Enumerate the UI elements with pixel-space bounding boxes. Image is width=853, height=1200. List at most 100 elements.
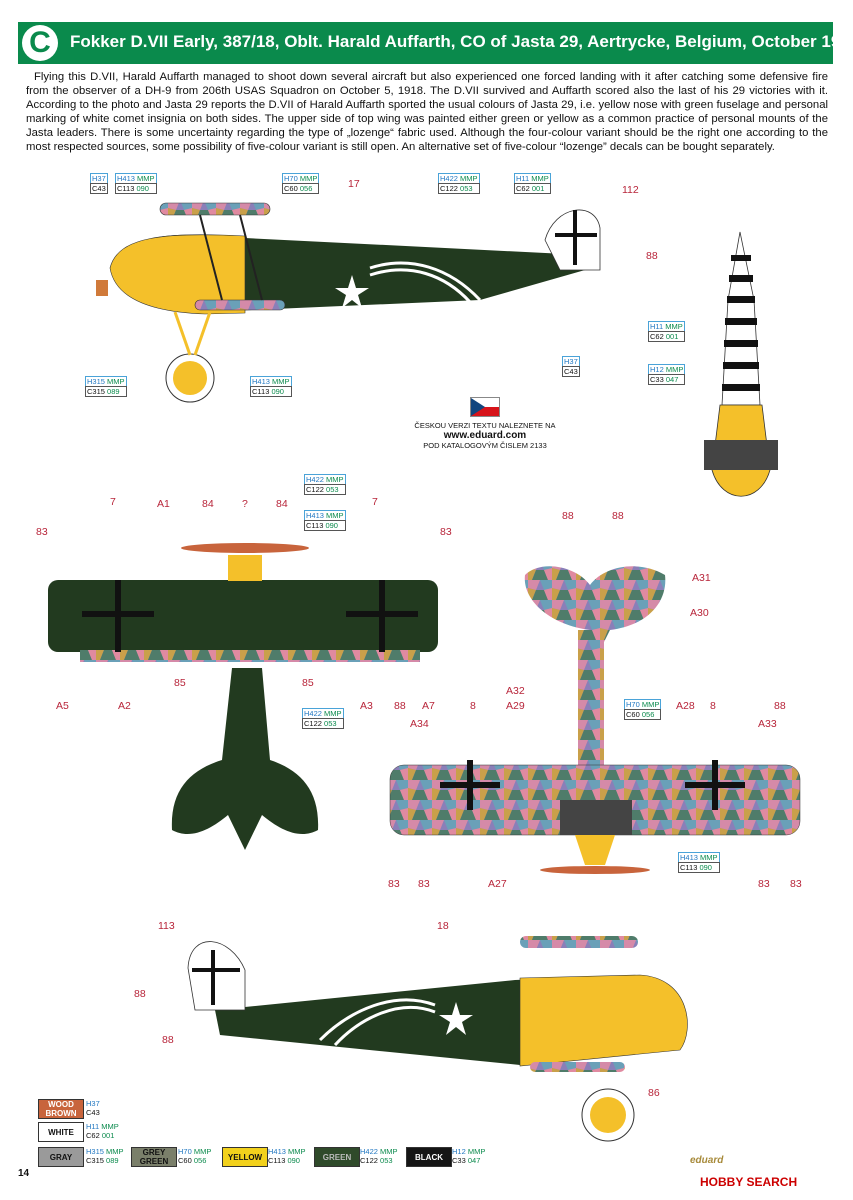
czech-line-2: POD KATALOGOVÝM ČISLEM 2133: [423, 441, 547, 450]
page-number: 14: [18, 1168, 30, 1179]
section-title: Fokker D.VII Early, 387/18, Oblt. Harald…: [70, 32, 853, 51]
intro-paragraph: Flying this D.VII, Harald Auffarth manag…: [26, 71, 828, 153]
right-tail-fin: [187, 941, 246, 1011]
watermark: HOBBY SEARCH: [700, 1175, 798, 1189]
right-top-wing: [520, 936, 638, 948]
ref-label: 88: [646, 250, 658, 262]
ref-label: 88: [394, 700, 406, 712]
legend-swatch-gray: GRAY: [38, 1147, 84, 1167]
legend-swatch-yellow: YELLOW: [222, 1147, 268, 1167]
ref-label: A32: [506, 685, 525, 697]
ref-label: 113: [158, 920, 175, 932]
side-lower-wing: [194, 299, 286, 311]
ref-label: 85: [174, 677, 186, 689]
ref-label: A3: [360, 700, 373, 712]
czech-flag-icon: [470, 397, 500, 417]
czech-line-1: ČESKOU VERZI TEXTU NALEZNETE NA: [414, 421, 556, 430]
czech-notice: ČESKOU VERZI TEXTU NALEZNETE NA www.edua…: [390, 397, 580, 451]
ref-label: 88: [162, 1034, 174, 1046]
ref-label: ?: [242, 498, 248, 510]
ref-label: 86: [648, 1087, 660, 1099]
ref-label: A28: [676, 700, 695, 712]
ref-label: A1: [157, 498, 170, 510]
ref-label: 88: [562, 510, 574, 522]
ref-label: 83: [440, 526, 452, 538]
right-comet-insignia: [318, 998, 473, 1047]
fuselage-top-view: [704, 231, 778, 497]
underside-view: [389, 566, 801, 874]
upper-wing-top-view: [48, 543, 438, 850]
callout-h37-c43-nose: H37 C43: [90, 173, 108, 194]
callout-wood-skid: H37 C43: [562, 356, 580, 377]
ref-label: 83: [418, 878, 430, 890]
ref-label: A34: [410, 718, 429, 730]
underside-fuselage: [578, 630, 604, 780]
legend-swatch-wood-brown: WOOD BROWN: [38, 1099, 84, 1119]
intro-text: Flying this D.VII, Harald Auffarth manag…: [26, 70, 828, 154]
section-badge: C: [22, 25, 58, 61]
upper-wing-green: [48, 580, 438, 652]
ref-label: A29: [506, 700, 525, 712]
top-propeller: [181, 543, 309, 553]
ref-label: 85: [302, 677, 314, 689]
section-header: C Fokker D.VII Early, 387/18, Oblt. Hara…: [18, 22, 853, 64]
ref-label: A31: [692, 572, 711, 584]
side-comet-insignia: [335, 261, 482, 308]
right-nose: [519, 974, 688, 1067]
ref-label: 17: [348, 178, 360, 190]
ref-label: 88: [612, 510, 624, 522]
upper-wing-lozenge-edge: [80, 650, 420, 662]
legend-swatch-white: WHITE: [38, 1122, 84, 1142]
ref-label: 88: [134, 988, 146, 1000]
czech-url[interactable]: www.eduard.com: [443, 430, 527, 441]
ref-label: 8: [470, 700, 476, 712]
ref-label: A2: [118, 700, 131, 712]
brand-logo: eduard: [690, 1155, 724, 1166]
ref-label: A27: [488, 878, 507, 890]
side-top-wing: [159, 202, 271, 216]
legend-code: H37 C43: [86, 1099, 100, 1117]
ref-label: A33: [758, 718, 777, 730]
legend-swatch-grey-green: GREY GREEN: [131, 1147, 177, 1167]
ref-label: 83: [36, 526, 48, 538]
side-view-left: [96, 202, 601, 403]
top-tail-green: [171, 668, 319, 850]
side-tail-fin: [544, 209, 601, 271]
ref-label: 88: [774, 700, 786, 712]
ref-label: 83: [388, 878, 400, 890]
ref-label: 84: [202, 498, 214, 510]
ref-label: 84: [276, 498, 288, 510]
ref-label: 7: [110, 496, 116, 508]
ref-label: 18: [437, 920, 449, 932]
legend-swatch-black: BLACK: [406, 1147, 452, 1167]
ref-label: A7: [422, 700, 435, 712]
legend-swatch-green: GREEN: [314, 1147, 360, 1167]
right-lower-wing: [530, 1062, 625, 1072]
ref-label: 83: [758, 878, 770, 890]
ref-label: 8: [710, 700, 716, 712]
ref-label: 112: [622, 184, 639, 196]
ref-label: 83: [790, 878, 802, 890]
side-view-right: [187, 936, 688, 1142]
underside-tail: [524, 566, 666, 650]
